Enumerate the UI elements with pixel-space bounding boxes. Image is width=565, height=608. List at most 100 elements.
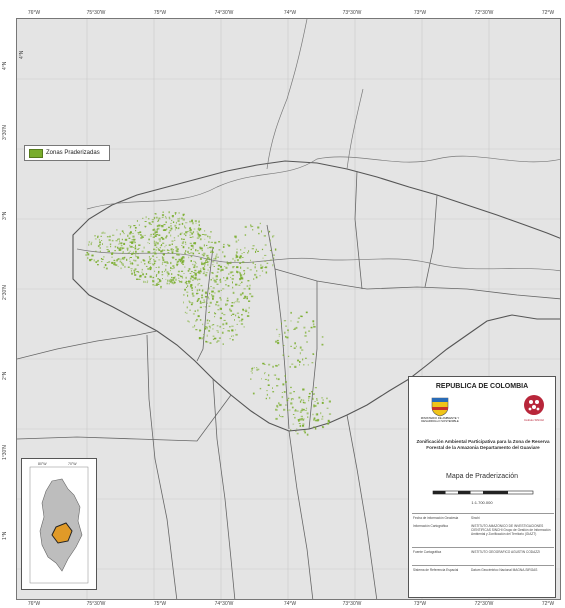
deforestation-patch — [239, 255, 242, 258]
deforestation-patch — [252, 261, 254, 264]
deforestation-patch — [226, 299, 229, 302]
deforestation-patch — [316, 413, 318, 415]
deforestation-patch — [189, 277, 192, 280]
deforestation-patch — [238, 301, 240, 303]
deforestation-patch — [235, 257, 237, 259]
deforestation-patch — [243, 270, 246, 272]
scale-text: 1:1.700.000 — [471, 500, 493, 505]
deforestation-patch — [134, 259, 137, 262]
deforestation-patch — [181, 232, 183, 234]
deforestation-patch — [201, 261, 203, 263]
deforestation-patch — [101, 261, 103, 263]
bottom-tick-label: 73°W — [413, 601, 427, 607]
deforestation-patch — [152, 277, 155, 278]
deforestation-patch — [171, 256, 174, 258]
deforestation-patch — [195, 262, 197, 264]
deforestation-patch — [248, 300, 251, 302]
deforestation-patch — [198, 278, 201, 281]
deforestation-patch — [197, 278, 198, 281]
deforestation-patch — [186, 306, 188, 309]
deforestation-patch — [198, 337, 200, 340]
deforestation-patch — [241, 281, 243, 284]
deforestation-patch — [194, 242, 197, 244]
deforestation-patch — [227, 262, 229, 264]
deforestation-patch — [162, 237, 165, 240]
svg-text:70°W: 70°W — [68, 462, 77, 466]
deforestation-patch — [195, 222, 197, 224]
deforestation-patch — [165, 217, 167, 219]
deforestation-patch — [214, 292, 216, 294]
deforestation-patch — [159, 280, 162, 283]
deforestation-patch — [178, 258, 181, 261]
bottom-tick-label: 76°W — [27, 601, 41, 607]
deforestation-patch — [185, 276, 187, 279]
deforestation-patch — [217, 340, 220, 342]
deforestation-patch — [227, 330, 230, 332]
deforestation-patch — [176, 250, 179, 253]
deforestation-patch — [204, 291, 207, 294]
deforestation-patch — [120, 267, 122, 270]
deforestation-patch — [286, 399, 289, 402]
deforestation-patch — [126, 258, 128, 261]
deforestation-patch — [167, 275, 169, 277]
deforestation-patch — [184, 288, 186, 291]
deforestation-patch — [240, 249, 242, 251]
deforestation-patch — [252, 392, 255, 395]
deforestation-patch — [268, 374, 270, 377]
deforestation-patch — [251, 370, 253, 372]
deforestation-patch — [199, 246, 202, 248]
deforestation-patch — [226, 303, 228, 306]
deforestation-patch — [289, 366, 291, 368]
deforestation-patch — [122, 247, 125, 249]
deforestation-patch — [212, 328, 214, 330]
deforestation-patch — [222, 288, 225, 290]
deforestation-patch — [290, 320, 292, 322]
deforestation-patch — [199, 300, 202, 302]
deforestation-patch — [294, 342, 296, 345]
deforestation-patch — [262, 362, 265, 365]
deforestation-patch — [108, 239, 111, 242]
deforestation-patch — [321, 343, 324, 346]
deforestation-patch — [240, 323, 244, 325]
bottom-tick-label: 74°W — [283, 601, 297, 607]
deforestation-patch — [203, 272, 205, 274]
deforestation-patch — [226, 276, 228, 279]
deforestation-patch — [209, 266, 211, 268]
deforestation-patch — [152, 229, 155, 231]
deforestation-patch — [230, 276, 232, 278]
deforestation-patch — [188, 300, 190, 303]
deforestation-patch — [177, 228, 180, 230]
deforestation-patch — [262, 265, 264, 268]
deforestation-patch — [144, 276, 147, 278]
deforestation-patch — [219, 325, 222, 328]
deforestation-patch — [152, 252, 154, 254]
deforestation-patch — [147, 261, 150, 264]
deforestation-patch — [210, 250, 213, 252]
deforestation-patch — [183, 233, 185, 235]
deforestation-patch — [126, 247, 129, 250]
deforestation-patch — [121, 230, 124, 232]
deforestation-patch — [243, 297, 246, 299]
deforestation-patch — [106, 236, 109, 238]
deforestation-patch — [307, 416, 309, 418]
deforestation-patch — [194, 272, 197, 275]
deforestation-patch — [239, 274, 243, 276]
deforestation-patch — [190, 303, 193, 306]
deforestation-patch — [113, 259, 116, 262]
deforestation-patch — [279, 414, 280, 416]
deforestation-patch — [210, 246, 213, 249]
deforestation-patch — [154, 231, 156, 234]
deforestation-patch — [175, 221, 177, 224]
deforestation-patch — [208, 312, 210, 313]
deforestation-patch — [223, 243, 225, 246]
deforestation-patch — [161, 271, 163, 273]
deforestation-patch — [298, 419, 300, 422]
deforestation-patch — [88, 241, 91, 243]
deforestation-patch — [236, 248, 238, 250]
deforestation-patch — [129, 246, 132, 248]
deforestation-patch — [313, 405, 315, 408]
deforestation-patch — [119, 240, 120, 242]
deforestation-patch — [206, 302, 208, 304]
deforestation-patch — [295, 345, 297, 348]
